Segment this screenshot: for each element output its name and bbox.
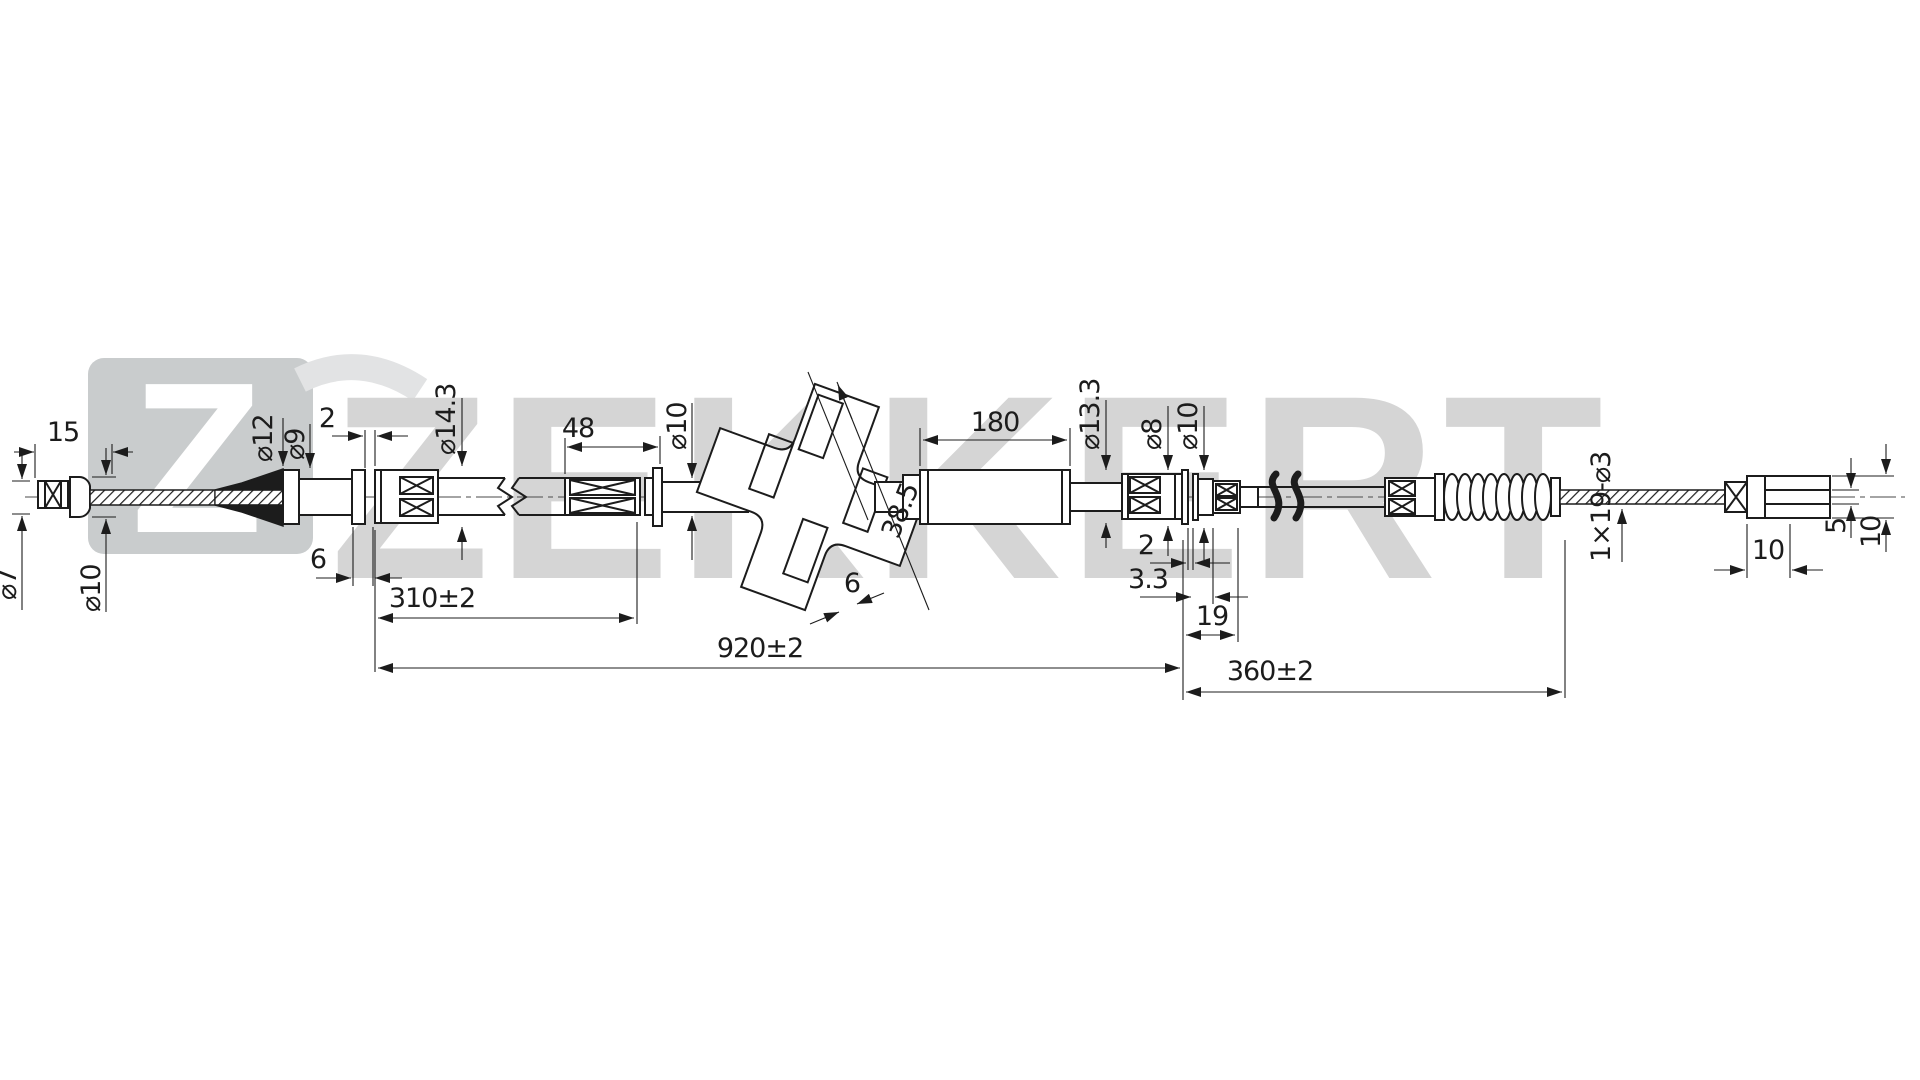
bracket-slot — [747, 432, 795, 499]
dim-label: ⌀10 — [662, 402, 693, 450]
dim-label: 6 — [844, 568, 860, 599]
dim-label: ⌀12 — [248, 414, 279, 462]
dim-funnel-diameters: ⌀12 ⌀9 — [248, 414, 315, 468]
dim-label: 3.3 — [1128, 564, 1168, 595]
dim-label: ⌀14.3 — [431, 384, 462, 455]
dim-label: 6 — [310, 544, 326, 575]
dim-label: 310±2 — [389, 583, 475, 614]
dim-first-section: 310±2 — [374, 522, 638, 672]
adjuster-funnel — [214, 467, 366, 528]
bracket-slot — [781, 517, 829, 584]
left-barrel-nipple — [37, 475, 91, 519]
middle-sleeve — [874, 469, 1071, 525]
dim-label: 2 — [1138, 530, 1154, 561]
conduit-section — [438, 467, 663, 527]
dim-label: 48 — [562, 413, 594, 444]
dim-rear-chain: 2 3.3 19 — [1128, 528, 1248, 642]
clevis-end — [1746, 475, 1831, 519]
rear-cable-end — [1559, 475, 1831, 519]
dim-label: 10 — [1856, 516, 1887, 548]
brand-logo-z: Z — [131, 337, 268, 578]
dim-label: 180 — [971, 407, 1020, 438]
logo-swoosh — [294, 354, 428, 401]
dim-clevis-depth: 10 — [1714, 524, 1823, 578]
dim-sleeve-length: 180 — [919, 407, 1071, 466]
cable-break — [1258, 470, 1390, 522]
dim-left-diameters: ⌀7 ⌀10 — [0, 448, 116, 612]
dim-label: ⌀10 — [1173, 402, 1204, 450]
mounting-bracket — [695, 382, 925, 612]
dim-rear-section: 360±2 — [1186, 540, 1566, 698]
dim-label: ⌀7 — [0, 569, 23, 600]
dim-rear-diameters: ⌀13.3 ⌀8 ⌀10 — [1075, 379, 1209, 560]
bellows-boot — [1384, 473, 1561, 521]
dim-label: 15 — [47, 417, 79, 448]
dim-label: ⌀13.3 — [1075, 379, 1106, 450]
dim-label: 920±2 — [717, 633, 803, 664]
bracket-slot — [797, 393, 845, 460]
dim-label: 5 — [1821, 518, 1852, 534]
dim-label: ⌀9 — [280, 429, 311, 460]
dim-funnel-offset: 6 — [310, 527, 402, 586]
dim-left-end-length: 15 — [14, 417, 133, 478]
dim-label: 10 — [1752, 535, 1784, 566]
front-cable — [89, 489, 216, 506]
dim-main-section: 920±2 — [378, 540, 1184, 700]
dim-label: 1×19-⌀3 — [1586, 452, 1617, 562]
dim-conduit-section: 48 — [562, 413, 661, 474]
dim-label: 19 — [1196, 601, 1228, 632]
dim-rope-spec: 1×19-⌀3 — [1586, 452, 1627, 562]
dim-label: ⌀10 — [76, 564, 107, 612]
dim-clevis-heights: 5 10 — [1821, 444, 1894, 552]
dim-label: 360±2 — [1227, 656, 1313, 687]
rear-housing-assembly — [1069, 469, 1259, 525]
dim-housing-dia: ⌀14.3 — [431, 384, 467, 560]
dim-label: ⌀8 — [1137, 419, 1168, 450]
dim-label: 2 — [319, 403, 335, 434]
front-housing — [374, 469, 439, 524]
dim-rod-dia: ⌀10 — [662, 402, 697, 560]
dim-washer-gap: 2 — [319, 403, 408, 468]
